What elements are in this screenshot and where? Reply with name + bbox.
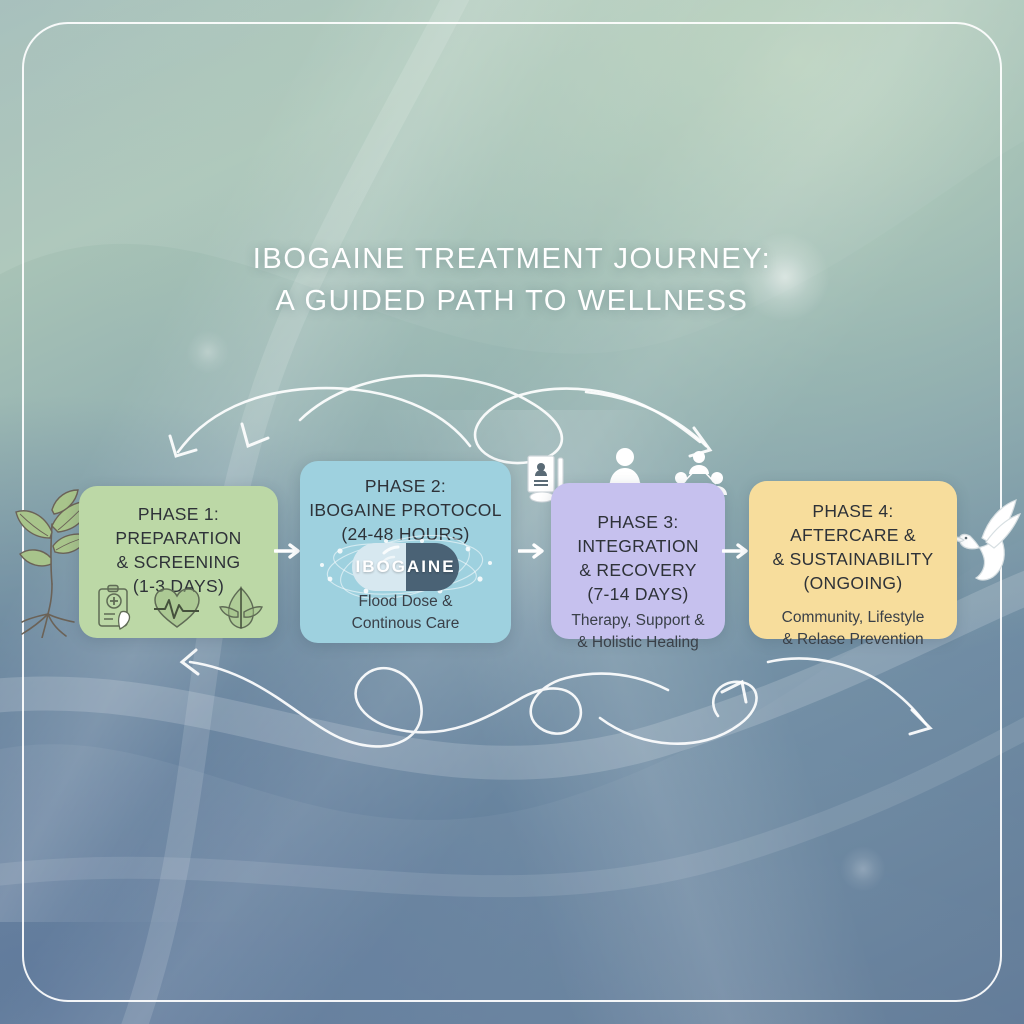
phase-3-description: Therapy, Support & & Holistic Healing (571, 610, 704, 654)
phase-3-duration: (7-14 DAYS) (587, 584, 689, 604)
phase-card-1[interactable]: PHASE 1: PREPARATION & SCREENING (1-3 DA… (79, 486, 278, 638)
phase-1-heading: PHASE 1: (137, 504, 220, 524)
phase-4-duration: (ONGOING) (803, 573, 903, 593)
page-title: IBOGAINE TREATMENT JOURNEY: A GUIDED PAT… (0, 238, 1024, 322)
arrow-right-icon (518, 543, 544, 559)
phase-3-heading: PHASE 3: (597, 512, 679, 532)
phase-4-description: Community, Lifestyle & Relase Prevention (782, 607, 925, 651)
leaf-icon (218, 586, 263, 629)
arrow-right-icon (722, 543, 748, 559)
phase-4-text: PHASE 4: AFTERCARE & & SUSTAINABILITY (O… (772, 499, 933, 595)
phase-3-description-line-2: & Holistic Healing (577, 634, 699, 651)
phase-3-subject: INTEGRATION (577, 536, 699, 556)
phase-2-duration: (24-48 HOURS) (341, 524, 470, 544)
capsule-label: IBOGAINE (355, 557, 456, 576)
arrow-right-icon (274, 543, 300, 559)
phase-card-2[interactable]: PHASE 2: IBOGAINE PROTOCOL (24-48 HOURS) (300, 461, 511, 643)
phase-1-text: PHASE 1: PREPARATION & SCREENING (1-3 DA… (115, 502, 241, 598)
phase-4-subject: AFTERCARE & (790, 525, 916, 545)
clipboard-medical-icon (97, 584, 130, 630)
page-title-line-2: A GUIDED PATH TO WELLNESS (275, 285, 749, 317)
phase-card-3[interactable]: PHASE 3: INTEGRATION & RECOVERY (7-14 DA… (551, 483, 725, 651)
phase-2-description-line-1: Flood Dose & (358, 593, 453, 610)
phase-1-subject: PREPARATION (115, 528, 242, 548)
phase-4-heading: PHASE 4: (812, 501, 894, 521)
phase-3-description-line-1: Therapy, Support & (571, 612, 705, 629)
phase-2-heading: PHASE 2: (364, 476, 447, 496)
phase-1-icon-row (79, 582, 278, 630)
phase-3-text: PHASE 3: INTEGRATION & RECOVERY (7-14 DA… (577, 510, 699, 606)
page-title-line-1: IBOGAINE TREATMENT JOURNEY: (252, 243, 772, 275)
phase-2-text: PHASE 2: IBOGAINE PROTOCOL (24-48 HOURS) (309, 474, 501, 546)
phase-2-description-line-2: Continous Care (351, 615, 460, 632)
capsule-pill-icon (300, 534, 511, 600)
phase-4-subject-2: & SUSTAINABILITY (772, 549, 934, 569)
phase-4-description-line-1: Community, Lifestyle (781, 609, 925, 626)
phase-1-duration: (1-3 DAYS) (132, 576, 225, 596)
heart-pulse-icon (153, 588, 200, 628)
phase-1-subject-2: & SCREENING (116, 552, 241, 572)
phase-2-description: Flood Dose & Continous Care (300, 591, 511, 635)
phase-4-description-line-2: & Relase Prevention (782, 631, 924, 648)
phase-3-subject-2: & RECOVERY (579, 560, 697, 580)
phase-2-subject: IBOGAINE PROTOCOL (309, 500, 502, 520)
phase-card-4[interactable]: PHASE 4: AFTERCARE & & SUSTAINABILITY (O… (749, 481, 957, 648)
